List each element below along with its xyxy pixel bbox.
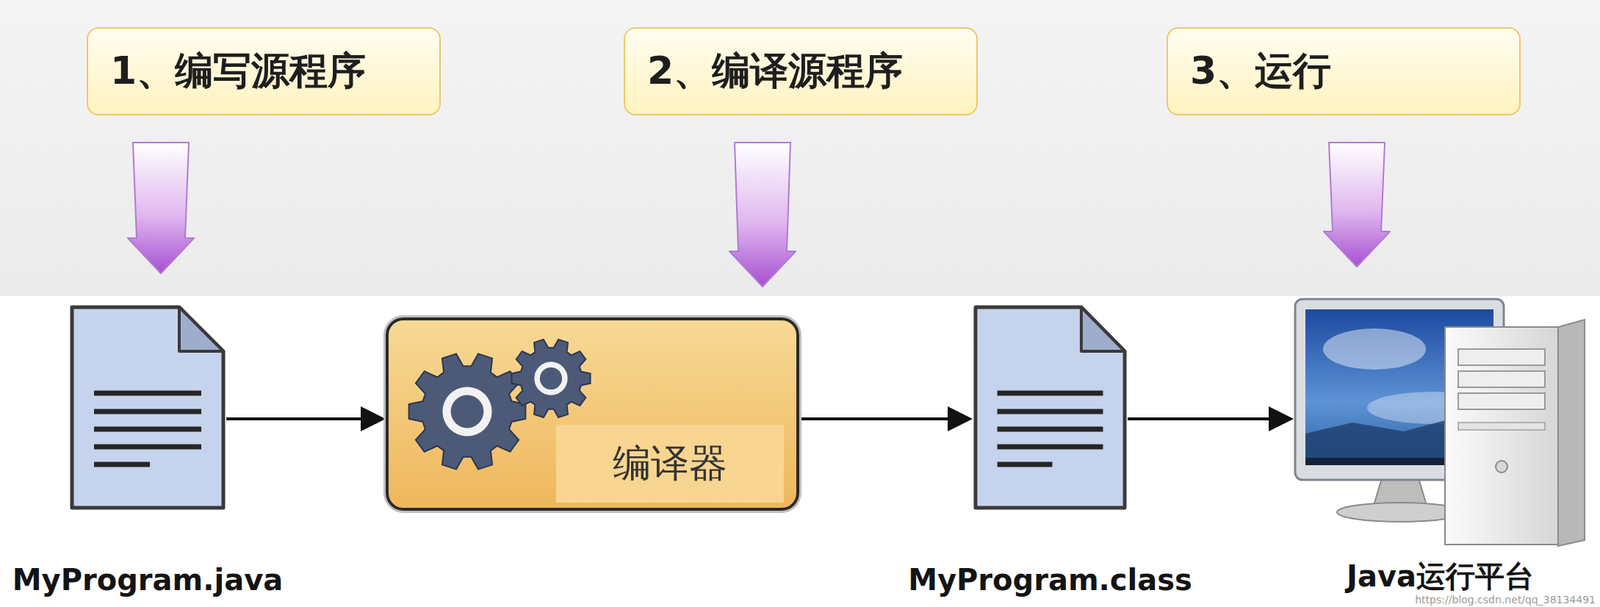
page-outline — [71, 307, 224, 508]
step-label: 1、编写源程序 — [88, 49, 366, 92]
gear — [409, 353, 526, 469]
tower-side — [1558, 319, 1585, 546]
text-line — [997, 462, 1053, 468]
power-button — [1495, 460, 1508, 473]
step-arrow — [729, 142, 796, 287]
compiler-label: 编译器 — [556, 424, 784, 503]
file-label: MyProgram.java — [12, 563, 283, 596]
gear-hub — [539, 367, 562, 390]
gear — [511, 339, 590, 418]
step-arrow — [127, 142, 194, 274]
source-file-icon: MyProgram.java — [69, 304, 227, 511]
flow-arrow — [1127, 417, 1279, 421]
text-line — [997, 390, 1104, 396]
drive-bay — [1458, 348, 1545, 366]
floppy-slot — [1458, 422, 1545, 430]
page-outline — [975, 307, 1125, 508]
step-box: 3、运行 — [1166, 27, 1521, 116]
java-platform-computer: Java运行平台 — [1293, 297, 1587, 546]
step-arrow — [1323, 142, 1390, 267]
text-line — [997, 409, 1104, 415]
top-band — [0, 0, 1600, 297]
document-icon — [972, 304, 1128, 511]
computer — [1293, 297, 1587, 546]
source-file-icon: MyProgram.class — [972, 304, 1128, 511]
page-fold — [179, 307, 224, 352]
drive-bay — [1458, 393, 1545, 410]
file-label: MyProgram.class — [907, 563, 1193, 596]
gear-hub — [451, 395, 485, 429]
file-label: Java运行平台 — [1346, 559, 1534, 593]
drive-bay — [1458, 370, 1545, 388]
text-line — [94, 390, 202, 396]
screen-cloud — [1323, 328, 1426, 370]
text-line — [997, 426, 1104, 432]
document-icon — [69, 304, 227, 511]
text-line — [997, 444, 1104, 450]
compiler-box: 编译器 — [385, 317, 800, 511]
text-line — [94, 462, 150, 468]
step-box: 1、编写源程序 — [86, 27, 441, 116]
gear-ring — [534, 361, 568, 395]
gear-ring — [442, 386, 492, 436]
text-line — [94, 444, 202, 450]
page-fold — [1081, 307, 1125, 352]
step-box: 2、编译源程序 — [623, 27, 978, 116]
step-label: 2、编译源程序 — [625, 49, 903, 92]
text-line — [94, 426, 202, 432]
flow-arrow — [799, 417, 958, 421]
step-label: 3、运行 — [1168, 49, 1332, 92]
text-line — [94, 409, 202, 415]
watermark: https://blog.csdn.net/qq_38134491 — [1414, 594, 1596, 606]
flow-arrow — [226, 417, 371, 421]
tower-front — [1444, 326, 1559, 545]
